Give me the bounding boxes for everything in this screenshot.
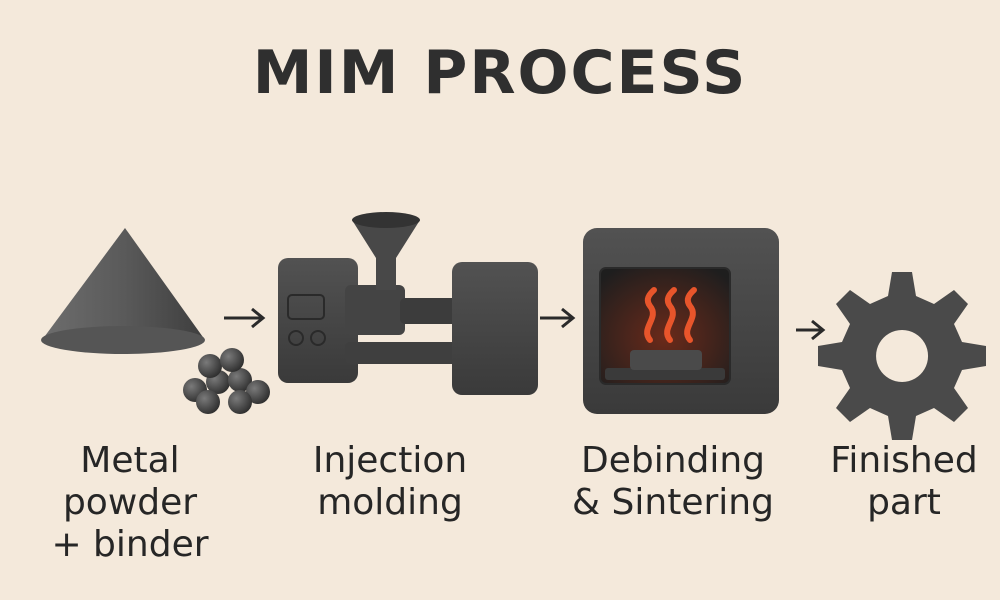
gear-icon	[818, 272, 986, 440]
powder-cone-icon	[41, 228, 270, 414]
arrow-right-icon	[540, 307, 576, 329]
flame-icon	[644, 287, 697, 343]
step-label-finished-part: Finished part	[830, 440, 978, 523]
step-label-debinding-sintering: Debinding & Sintering	[572, 440, 774, 523]
furnace-icon	[583, 228, 779, 414]
step-label-injection-molding: Injection molding	[312, 440, 468, 523]
arrow-right-icon	[796, 319, 826, 341]
page-title: MIM PROCESS	[252, 38, 748, 108]
arrow-right-icon	[224, 307, 266, 329]
injection-machine-icon	[278, 212, 538, 395]
metal-balls-icon	[183, 348, 270, 414]
step-label-metal-powder: Metal powder + binder	[51, 440, 209, 565]
